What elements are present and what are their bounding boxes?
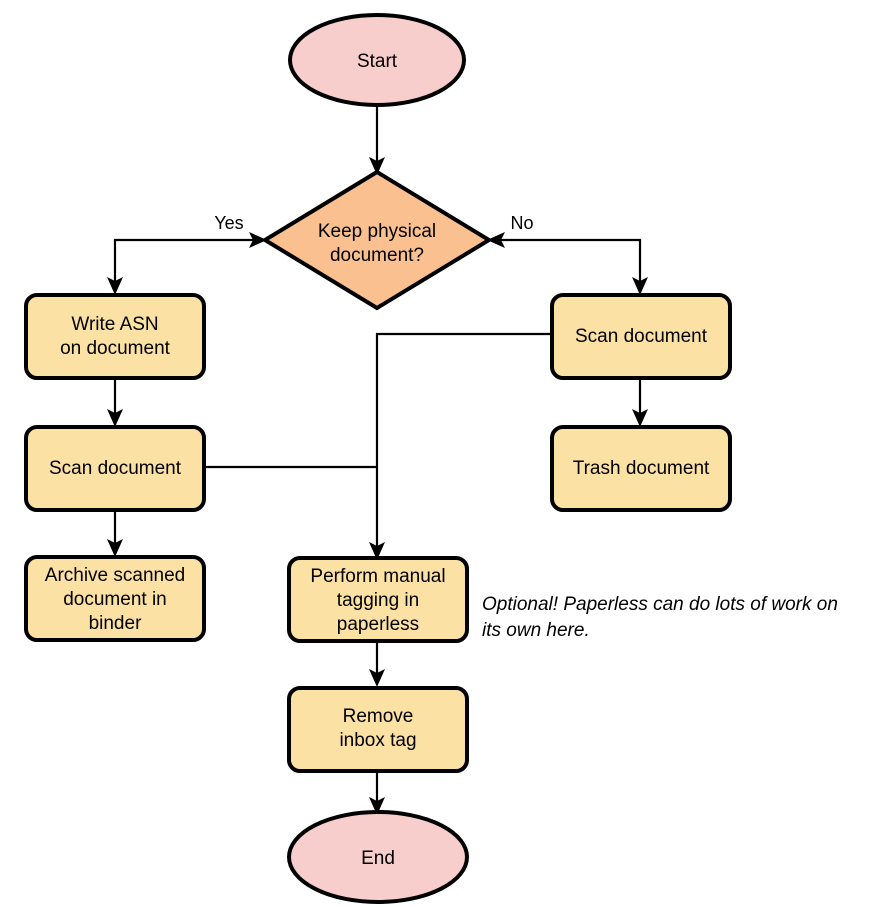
remove-inbox-label-line2: inbox tag	[339, 730, 416, 751]
tagging-label-line1: Perform manual	[310, 566, 445, 587]
archive-label-line3: binder	[89, 613, 142, 634]
scan-document-right-box	[550, 293, 732, 380]
note-line2: its own here.	[482, 620, 590, 641]
note-line1: Optional! Paperless can do lots of work …	[482, 594, 838, 615]
node-scan-document-right[interactable]: Scan document	[550, 293, 732, 380]
start-ellipse	[288, 13, 466, 107]
arrowhead-tagging-to-removeinbox	[369, 669, 385, 687]
decision-label-line2: document?	[330, 245, 424, 266]
tagging-label-line3: paperless	[337, 614, 419, 635]
archive-box	[24, 555, 206, 642]
arrowhead-yes-at-decision	[249, 232, 267, 248]
archive-label-line2: document in	[63, 589, 167, 610]
note-optional-paperless: Optional! Paperless can do lots of work …	[482, 594, 838, 641]
edge-label-no: No	[510, 213, 533, 233]
arrowhead-trunk-to-tagging	[369, 542, 385, 560]
arrowhead-no-branch	[632, 277, 648, 295]
arrowhead-no-at-decision	[487, 232, 505, 248]
archive-label-line1: Archive scanned	[45, 565, 185, 586]
scan-document-right-label: Scan document	[575, 326, 708, 347]
write-asn-box	[24, 293, 206, 380]
node-write-asn-on-document[interactable]: Write ASN on document	[24, 293, 206, 380]
end-ellipse	[287, 810, 469, 904]
remove-inbox-label-line1: Remove	[343, 706, 414, 727]
node-end[interactable]: End	[287, 810, 469, 904]
scan-document-left-label: Scan document	[49, 458, 182, 479]
scan-document-left-box	[24, 425, 206, 512]
arrowhead-yes-branch	[107, 277, 123, 295]
write-asn-label-line2: on document	[60, 338, 171, 359]
remove-inbox-tag-box	[287, 686, 469, 773]
node-trash-document[interactable]: Trash document	[550, 425, 732, 512]
node-archive-scanned-document[interactable]: Archive scanned document in binder	[24, 555, 206, 642]
node-decision-keep-physical-document[interactable]: Keep physical document?	[261, 169, 493, 311]
tagging-label-line2: tagging in	[337, 590, 419, 611]
tagging-box	[287, 556, 469, 643]
node-perform-manual-tagging[interactable]: Perform manual tagging in paperless	[287, 556, 469, 643]
edge-label-yes: Yes	[214, 213, 243, 233]
write-asn-label-line1: Write ASN	[71, 314, 158, 335]
decision-diamond	[261, 169, 493, 311]
node-scan-document-left[interactable]: Scan document	[24, 425, 206, 512]
edge-decision-no	[489, 238, 642, 283]
arrowhead-start-to-decision	[369, 157, 385, 175]
node-remove-inbox-tag[interactable]: Remove inbox tag	[287, 686, 469, 773]
trash-document-label: Trash document	[573, 458, 710, 479]
edge-decision-yes	[113, 238, 265, 283]
node-start[interactable]: Start	[288, 13, 466, 107]
start-label: Start	[357, 51, 398, 72]
trash-document-box	[550, 425, 732, 512]
decision-label-line1: Keep physical	[318, 221, 436, 242]
arrowhead-writeasn-to-scanleft	[107, 409, 123, 427]
arrowhead-scanleft-to-archive	[107, 539, 123, 557]
arrowhead-removeinbox-to-end	[369, 797, 385, 815]
end-label: End	[361, 848, 395, 869]
arrowhead-scanright-to-trash	[632, 409, 648, 427]
edge-scanright-to-tagging	[375, 332, 552, 548]
